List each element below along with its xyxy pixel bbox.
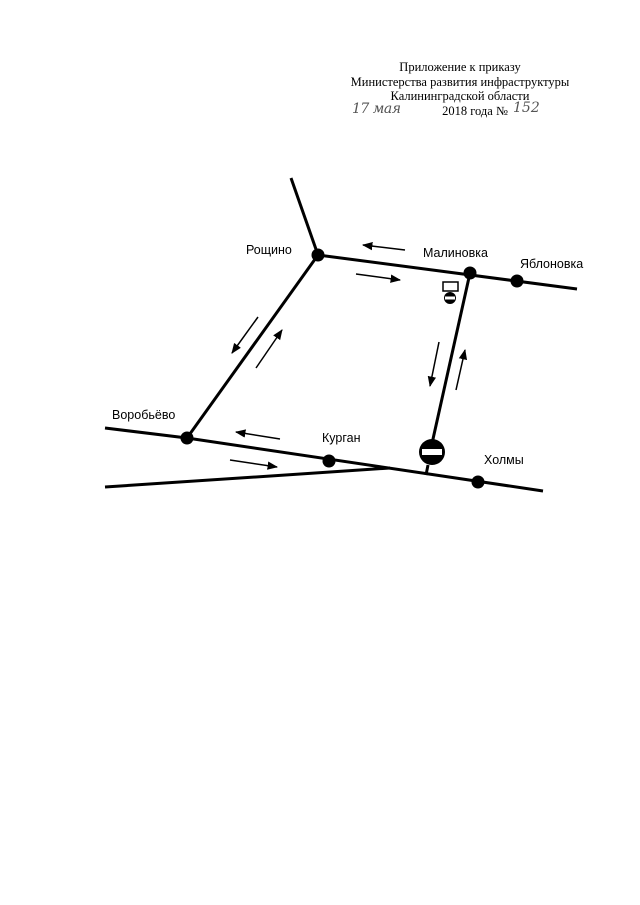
header-date-line: 17 мая 2018 года № 152 [300, 99, 620, 119]
header-line-1: Приложение к приказу [399, 60, 521, 74]
handwritten-order-number: 152 [513, 99, 540, 116]
place-label-roshchino: Рощино [246, 243, 292, 257]
place-label-kholmy: Холмы [484, 453, 524, 467]
header-line-3: Калининградской области [390, 89, 530, 103]
header-line-2: Министерства развития инфраструктуры [350, 74, 570, 89]
road-west-vorobyovo [104, 426, 188, 440]
arrow-west-top-road [361, 241, 406, 251]
arrow-east-bottom-road [229, 459, 279, 470]
arrow-north-malinovka-road [455, 348, 468, 391]
road-link-to-main [424, 464, 430, 476]
road-malinovka-south [429, 272, 472, 449]
place-marker-kurgan [322, 454, 336, 468]
arrow-southwest-diagonal [231, 316, 259, 354]
arrow-northeast-diagonal [255, 329, 283, 369]
order-appendix-header: Приложение к приказу Министерства развит… [300, 60, 620, 118]
road-southwest-branch [104, 466, 391, 489]
place-marker-vorobyovo [180, 431, 194, 445]
arrow-south-malinovka-road [427, 341, 440, 388]
road-roshchino-vorobyovo [185, 254, 320, 439]
place-marker-yablonovka [510, 274, 524, 288]
arrow-west-bottom-road [234, 429, 281, 440]
place-marker-kholmy [471, 475, 485, 489]
no-entry-sign-icon [419, 439, 445, 465]
place-label-vorobyovo: Воробьёво [112, 408, 175, 422]
place-label-malinovka: Малиновка [423, 246, 488, 260]
year-and-number-label: 2018 года № [442, 103, 508, 118]
place-marker-malinovka [463, 266, 477, 280]
arrow-east-top-road [355, 273, 402, 283]
handwritten-date: 17 мая [352, 100, 401, 117]
place-label-yablonovka: Яблоновка [520, 257, 583, 271]
place-label-kurgan: Курган [322, 431, 361, 445]
road-north-from-roshchino [289, 177, 320, 256]
no-entry-sign-small-icon [442, 281, 459, 304]
road-roshchino-malinovka-yablonovka [317, 253, 578, 291]
place-marker-roshchino [311, 248, 325, 262]
